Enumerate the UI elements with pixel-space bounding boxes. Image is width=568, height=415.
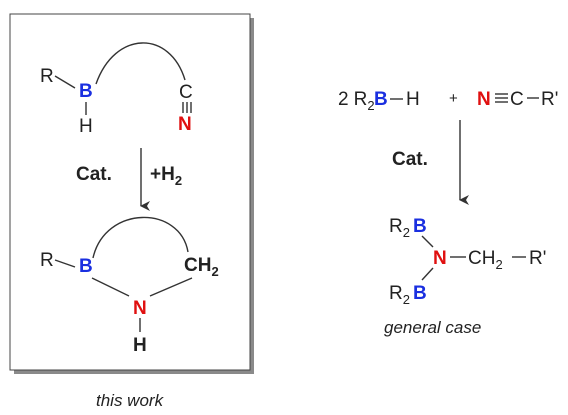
reactant-nitrogen: N: [178, 114, 192, 135]
product-boron-top: B: [413, 216, 427, 237]
caption-this-work: this work: [96, 391, 165, 410]
reactant-carbon: C: [179, 82, 193, 103]
product-hydrogen: H: [133, 335, 147, 356]
bond-r-b-product: [54, 259, 76, 268]
nitrile-nitrogen: N: [477, 89, 491, 110]
left-reactant: R B H C N: [40, 42, 193, 137]
plus-sign: +: [449, 90, 458, 107]
bond-c-n: [149, 277, 193, 297]
product-r-prime: R': [529, 248, 546, 269]
left-condition-cat: Cat.: [76, 164, 112, 185]
product-boron: B: [79, 256, 93, 277]
borane-hydrogen: H: [406, 89, 420, 110]
tether-arc-top: [95, 42, 186, 85]
right-product: R2 B N CH2 R' R2 B: [389, 216, 546, 307]
product-r2-bottom: R2: [389, 283, 410, 307]
product-boron-bottom: B: [413, 283, 427, 304]
caption-general-case: general case: [384, 318, 481, 337]
right-condition-cat: Cat.: [392, 149, 428, 170]
bond-n-bbottom: [421, 267, 434, 281]
nitrile-r-prime: R': [541, 89, 558, 110]
bond-btop-n: [421, 235, 434, 248]
product-ch2-right: CH2: [468, 248, 503, 272]
product-nitrogen-right: N: [433, 248, 447, 269]
reactant-r: R: [40, 66, 54, 87]
bond-b-n: [91, 277, 130, 297]
reactant-boron: B: [79, 81, 93, 102]
product-r2-top: R2: [389, 216, 410, 240]
product-ch2: CH2: [184, 255, 219, 279]
product-r: R: [40, 250, 54, 271]
reactant-hydrogen: H: [79, 116, 93, 137]
bond-r-b: [54, 75, 76, 89]
borane-boron: B: [374, 89, 388, 110]
nitrile-carbon: C: [510, 89, 524, 110]
left-condition-h2: +H2: [150, 164, 182, 188]
left-product: R B CH2 N H: [40, 216, 219, 356]
left-box: [9, 13, 251, 371]
product-nitrogen: N: [133, 298, 147, 319]
tether-arc-product: [92, 216, 189, 259]
